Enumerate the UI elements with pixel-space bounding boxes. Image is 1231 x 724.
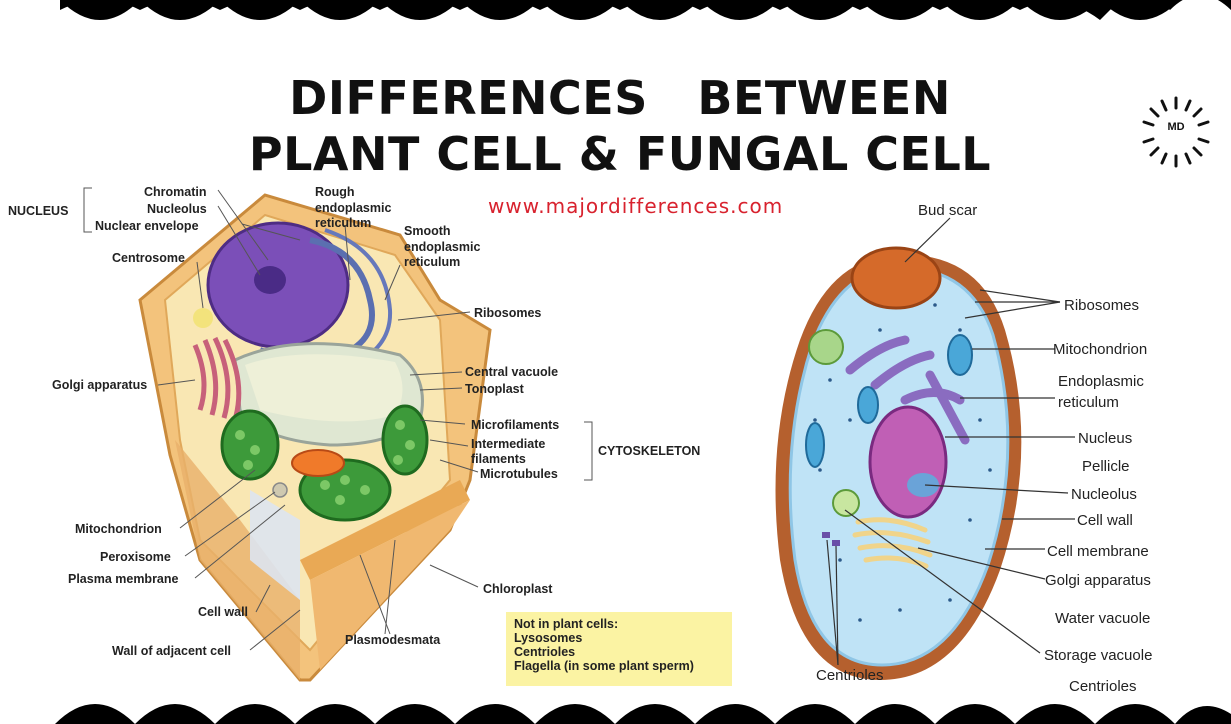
- label-nucleolus: Nucleolus: [147, 202, 207, 216]
- bottom-wave-border: [55, 704, 1231, 724]
- plant-cell-diagram: NUCLEUS Chromatin Nucleolus Nuclear enve…: [8, 185, 700, 682]
- note-heading: Not in plant cells:: [514, 617, 619, 631]
- md-logo: MD: [1136, 92, 1216, 172]
- label-mitochondrion: Mitochondrion: [1053, 341, 1147, 358]
- label-cell-membrane: Cell membrane: [1047, 543, 1149, 560]
- title-line-1: DIFFERENCES BETWEEN: [289, 71, 951, 125]
- label-chromatin: Chromatin: [144, 185, 207, 199]
- label-nuclear-envelope: Nuclear envelope: [95, 219, 199, 233]
- label-cell-wall: Cell wall: [198, 605, 248, 619]
- note-item-lysosomes: Lysosomes: [514, 631, 583, 645]
- label-golgi-apparatus: Golgi apparatus: [1045, 572, 1151, 589]
- label-microtubules: Microtubules: [480, 467, 558, 481]
- label-pellicle: Pellicle: [1082, 458, 1130, 475]
- label-mitochondrion: Mitochondrion: [75, 522, 162, 536]
- note-item-flagella: Flagella (in some plant sperm): [514, 659, 694, 673]
- top-wave-border: [0, 0, 1231, 20]
- label-nucleus: Nucleus: [1078, 430, 1132, 447]
- label-plasma-membrane: Plasma membrane: [68, 572, 179, 586]
- logo-sunburst-icon: [1142, 96, 1210, 168]
- label-er-2: reticulum: [1058, 394, 1119, 411]
- label-centrosome: Centrosome: [112, 251, 185, 265]
- label-microfilaments: Microfilaments: [471, 418, 559, 432]
- label-centrioles-right: Centrioles: [1069, 678, 1137, 695]
- label-cell-wall: Cell wall: [1077, 512, 1133, 529]
- label-rough-er-2: endoplasmic: [315, 201, 391, 215]
- label-smooth-er-1: Smooth: [404, 224, 451, 238]
- fungal-cell-diagram: Bud scar Ribosomes Mitochondrion Endopla…: [775, 202, 1152, 695]
- label-nucleus-group: NUCLEUS: [8, 204, 68, 218]
- label-golgi-apparatus: Golgi apparatus: [52, 378, 147, 392]
- label-central-vacuole: Central vacuole: [465, 365, 558, 379]
- label-centrioles-left: Centrioles: [816, 667, 884, 684]
- not-in-plant-cells-note: Not in plant cells: Lysosomes Centrioles…: [506, 612, 732, 686]
- label-rough-er-1: Rough: [315, 185, 355, 199]
- label-plasmodesmata: Plasmodesmata: [345, 633, 441, 647]
- label-tonoplast: Tonoplast: [465, 382, 525, 396]
- label-ribosomes: Ribosomes: [474, 306, 541, 320]
- page-title: DIFFERENCES BETWEEN PLANT CELL & FUNGAL …: [230, 70, 1010, 182]
- label-er-1: Endoplasmic: [1058, 373, 1144, 390]
- label-intermediate-filaments-1: Intermediate: [471, 437, 545, 451]
- label-peroxisome: Peroxisome: [100, 550, 171, 564]
- label-rough-er-3: reticulum: [315, 216, 371, 230]
- label-water-vacuole: Water vacuole: [1055, 610, 1150, 627]
- label-smooth-er-3: reticulum: [404, 255, 460, 269]
- label-nucleolus: Nucleolus: [1071, 486, 1137, 503]
- label-ribosomes: Ribosomes: [1064, 297, 1139, 314]
- label-intermediate-filaments-2: filaments: [471, 452, 526, 466]
- logo-text: MD: [1167, 121, 1185, 133]
- title-line-2: PLANT CELL & FUNGAL CELL: [248, 127, 992, 181]
- label-chloroplast: Chloroplast: [483, 582, 553, 596]
- website-url[interactable]: www.majordifferences.com: [488, 194, 784, 218]
- label-storage-vacuole: Storage vacuole: [1044, 647, 1152, 664]
- label-cytoskeleton-group: CYTOSKELETON: [598, 444, 700, 458]
- note-item-centrioles: Centrioles: [514, 645, 576, 659]
- label-smooth-er-2: endoplasmic: [404, 240, 480, 254]
- label-wall-adjacent-cell: Wall of adjacent cell: [112, 644, 231, 658]
- label-bud-scar: Bud scar: [918, 202, 977, 219]
